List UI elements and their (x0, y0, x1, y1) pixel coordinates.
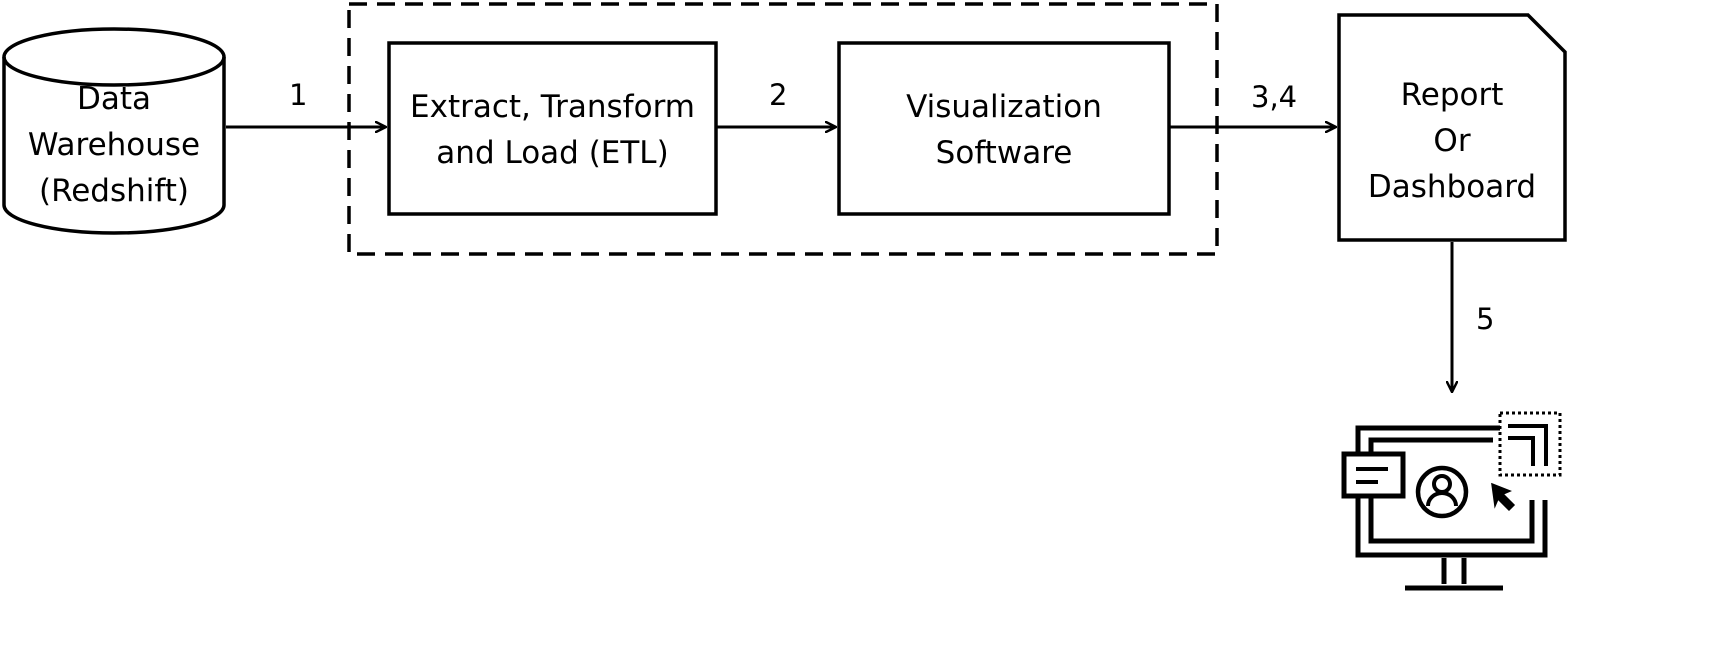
report-document-shape (1337, 13, 1567, 242)
etl-label-line2: and Load (ETL) (436, 135, 669, 171)
step-label-1: 1 (289, 78, 308, 112)
etl-label-line1: Extract, Transform (410, 89, 695, 125)
data-warehouse-label-line1: Data (76, 81, 152, 117)
report-label-line1: Report (1400, 77, 1504, 113)
step-label-2: 2 (769, 78, 788, 112)
visualization-label-line1: Visualization (906, 89, 1102, 125)
step-label-5: 5 (1476, 302, 1495, 336)
etl-label: Extract, Transform and Load (ETL) (389, 84, 716, 176)
report-label-line3: Dashboard (1367, 169, 1537, 205)
etl-box (387, 41, 718, 216)
data-warehouse-label: Data Warehouse (Redshift) (4, 76, 224, 214)
report-label-line2: Or (1433, 123, 1471, 159)
visualization-box (837, 41, 1171, 216)
step-label-3-4: 3,4 (1251, 80, 1298, 114)
visualization-label-line2: Software (935, 135, 1073, 171)
visualization-label: Visualization Software (839, 84, 1169, 176)
processing-group-box (347, 2, 1219, 256)
data-warehouse-label-line2: Warehouse (27, 127, 201, 163)
monitor-user-icon (1341, 411, 1562, 591)
data-warehouse-cylinder (2, 27, 226, 235)
data-warehouse-label-line3: (Redshift) (38, 173, 190, 209)
report-label: Report Or Dashboard (1339, 72, 1565, 210)
